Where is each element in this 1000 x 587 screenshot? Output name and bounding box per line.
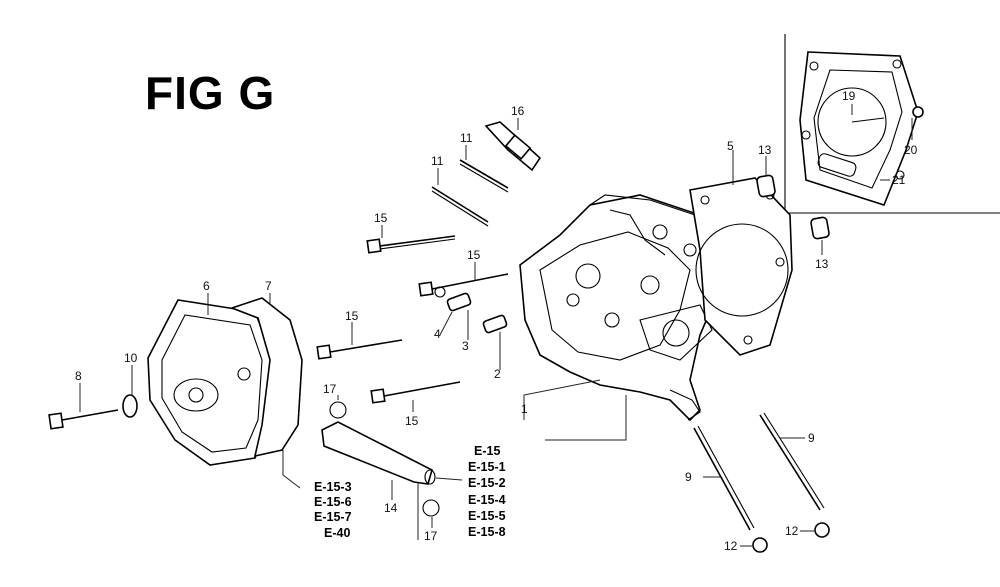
callout-numbers: 1 2 3 4 5 6 7 8 9 9 10 11 11 12 12 13 13… [75, 89, 918, 553]
studs [431, 159, 509, 227]
head-gasket [689, 177, 793, 356]
callout-15a: 15 [374, 211, 388, 225]
callout-17b: 17 [424, 529, 438, 543]
ref-right-5[interactable]: E-15-8 [468, 525, 506, 539]
valve-cover [147, 299, 273, 466]
callout-15b: 15 [467, 248, 481, 262]
callout-2: 2 [494, 367, 501, 381]
callout-11b: 11 [460, 131, 473, 145]
ref-right-3[interactable]: E-15-4 [468, 493, 506, 507]
ref-left-3[interactable]: E-40 [324, 526, 350, 540]
callout-20: 20 [904, 143, 918, 157]
callout-5: 5 [727, 139, 734, 153]
nut-12a [752, 537, 768, 553]
callout-16: 16 [511, 104, 525, 118]
nut-12b [814, 522, 830, 538]
long-studs [693, 412, 830, 553]
callout-12b: 12 [785, 524, 799, 538]
callout-7: 7 [265, 279, 272, 293]
callout-4: 4 [434, 327, 441, 341]
dowel-pins [434, 286, 508, 334]
callout-14: 14 [384, 501, 398, 515]
callout-15c: 15 [345, 309, 359, 323]
callout-12a: 12 [724, 539, 738, 553]
callout-1: 1 [521, 402, 528, 416]
inset-panel [784, 34, 1000, 214]
callout-11a: 11 [431, 154, 444, 168]
ref-left-2[interactable]: E-15-7 [314, 510, 352, 524]
cylinder-head [519, 194, 721, 422]
ref-left-1[interactable]: E-15-6 [314, 495, 352, 509]
ref-right-0[interactable]: E-15 [474, 444, 500, 458]
callout-13a: 13 [758, 143, 772, 157]
callout-10: 10 [124, 351, 138, 365]
leader-lines [79, 104, 913, 547]
callout-17a: 17 [323, 382, 337, 396]
ref-right-4[interactable]: E-15-5 [468, 509, 506, 523]
callout-13b: 13 [815, 257, 829, 271]
spark-plug [484, 121, 542, 172]
dowel-13 [756, 174, 830, 240]
callout-8: 8 [75, 369, 82, 383]
bolts [48, 235, 509, 430]
callout-9b: 9 [685, 470, 692, 484]
callout-9a: 9 [808, 431, 815, 445]
callout-21: 21 [892, 173, 906, 187]
ref-right-2[interactable]: E-15-2 [468, 476, 506, 490]
ref-group-left: E-15-3 E-15-6 E-15-7 E-40 [314, 480, 352, 540]
callout-15d: 15 [405, 414, 419, 428]
ref-right-1[interactable]: E-15-1 [468, 460, 506, 474]
callout-19: 19 [842, 89, 856, 103]
breather-tube [321, 421, 436, 485]
ref-group-right: E-15 E-15-1 E-15-2 E-15-4 E-15-5 E-15-8 [468, 444, 506, 539]
inset-nut [912, 106, 924, 118]
callout-6: 6 [203, 279, 210, 293]
callout-3: 3 [462, 339, 469, 353]
cover-gasket [229, 297, 303, 458]
ref-left-0[interactable]: E-15-3 [314, 480, 352, 494]
clamps [329, 401, 440, 517]
inset-gasket [799, 51, 919, 206]
figure-title: FIG G [145, 67, 276, 119]
